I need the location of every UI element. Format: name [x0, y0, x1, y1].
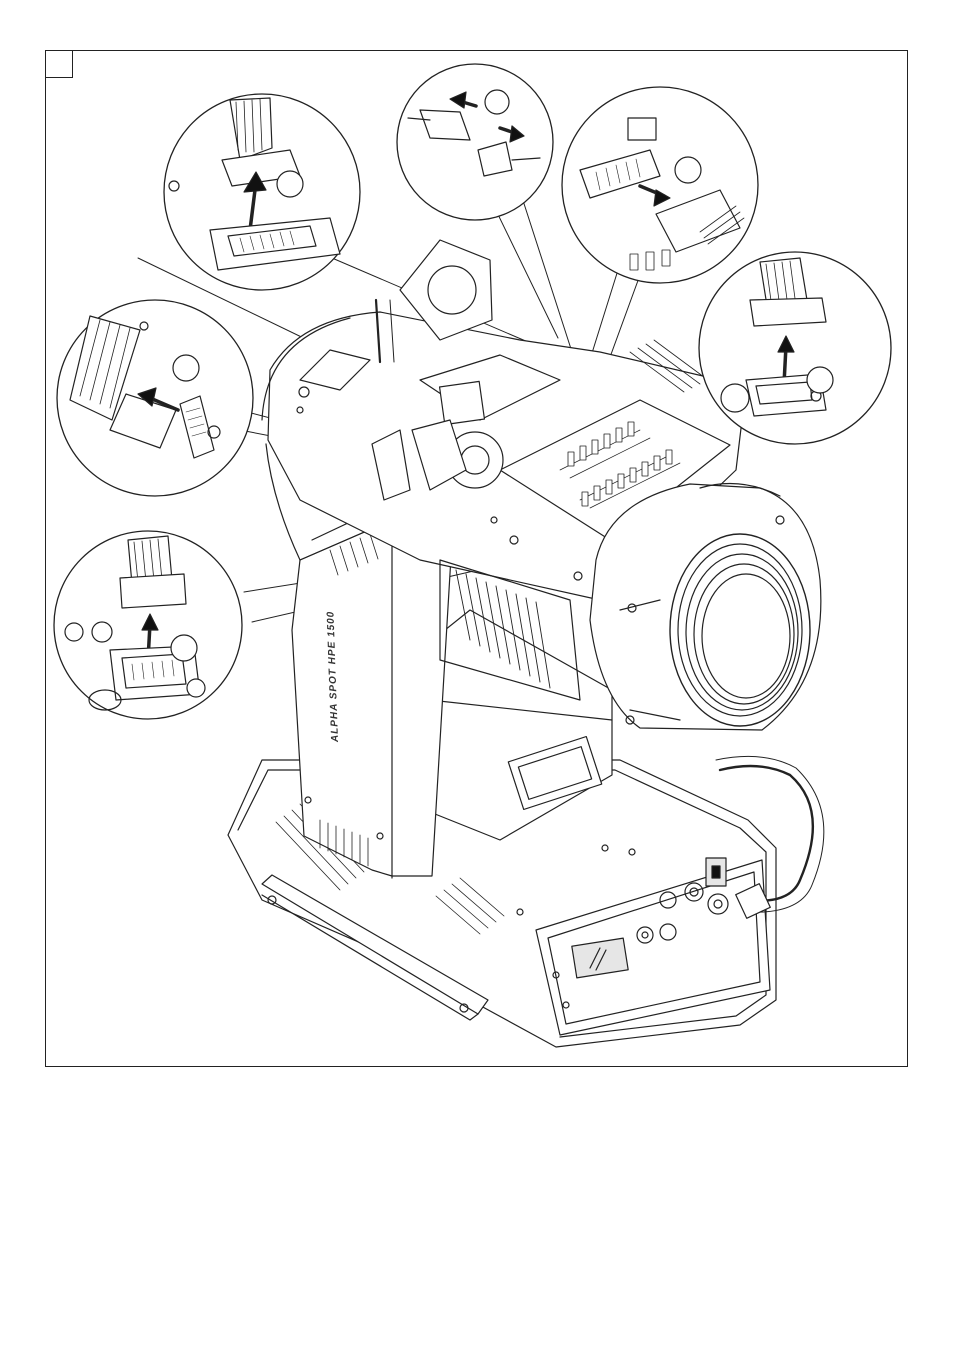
- callout-4-marker: [173, 355, 199, 381]
- callout-4: [57, 300, 253, 496]
- callout-1: [164, 94, 360, 290]
- callout-5: [699, 252, 891, 444]
- callout-3-marker: [675, 157, 701, 183]
- callout-6-marker: [171, 635, 197, 661]
- callout-1-marker: [277, 171, 303, 197]
- callout-3: [562, 87, 758, 283]
- fixture-lens: [590, 484, 821, 731]
- callout-2-marker: [485, 90, 509, 114]
- callout-2: [397, 64, 553, 220]
- callout-6: [54, 531, 242, 719]
- callout-5-marker: [807, 367, 833, 393]
